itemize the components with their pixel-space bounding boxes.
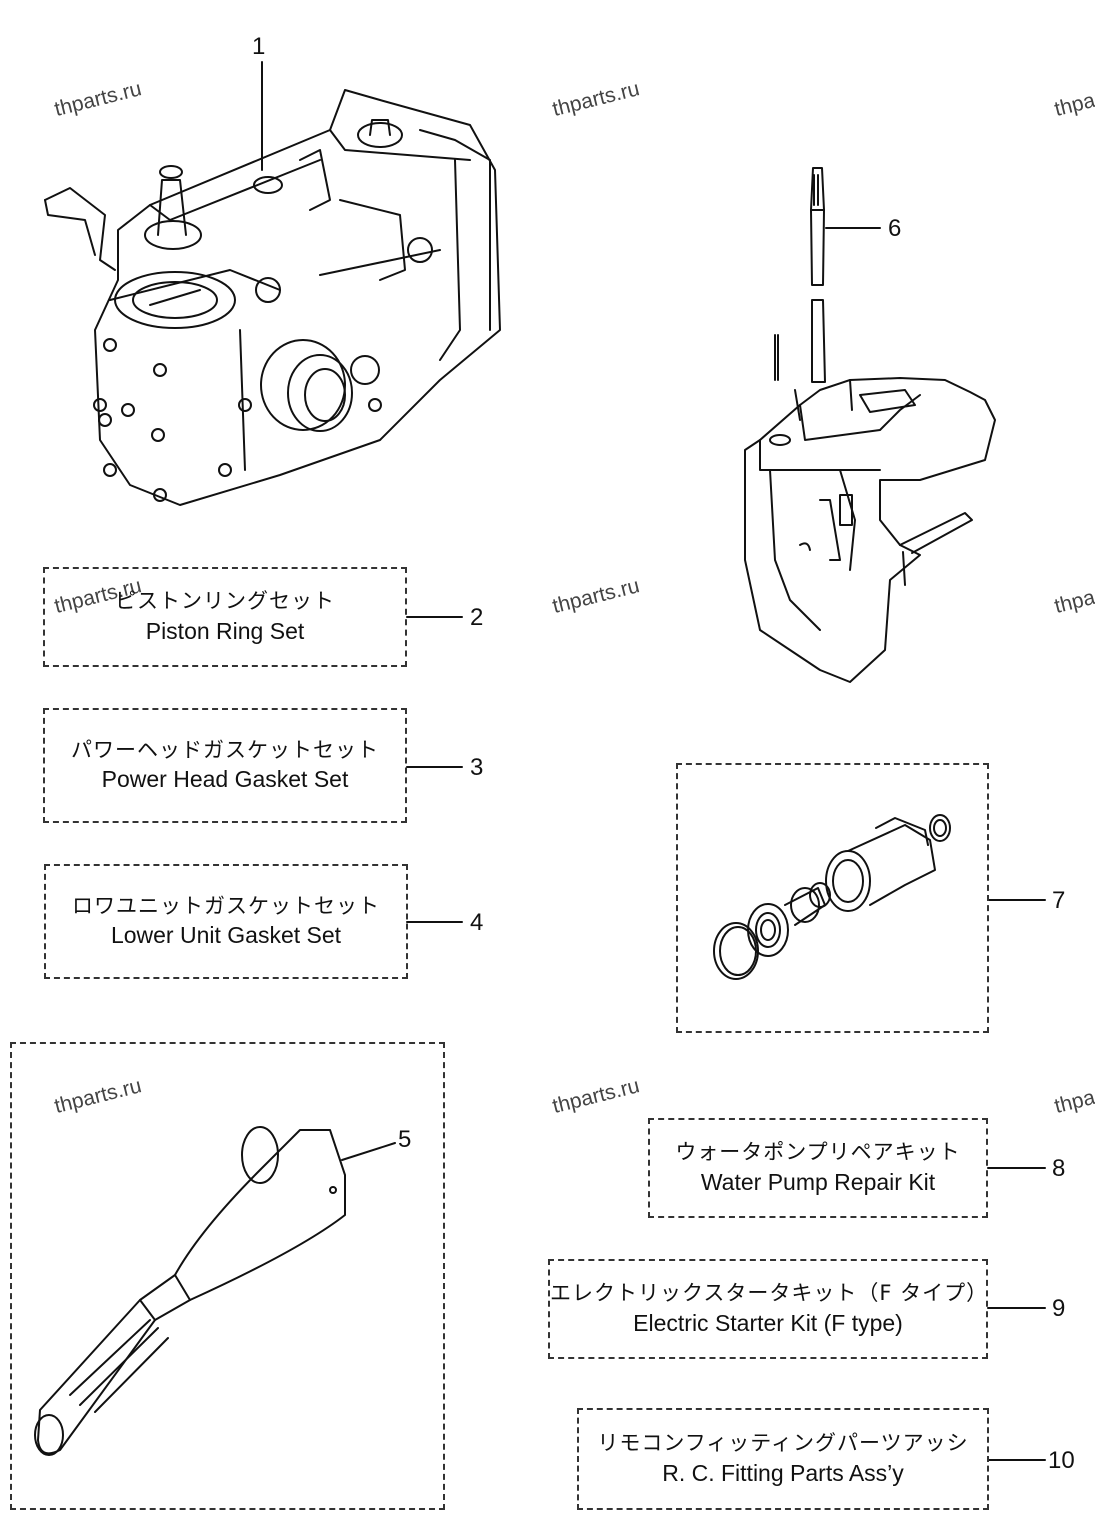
part-8-box: ウォータポンプリペアキット Water Pump Repair Kit [648,1118,988,1218]
part-7-frame [676,763,989,1033]
part-3-name-jp: パワーヘッドガスケットセット [71,737,379,762]
part-4-name-jp: ロワユニットガスケットセット [72,893,380,918]
part-8-name-jp: ウォータポンプリペアキット [675,1140,961,1165]
callout-8: 8 [1052,1155,1066,1182]
part-2-name-en: Piston Ring Set [145,617,305,644]
callout-6: 6 [888,215,902,242]
part-4-box: ロワユニットガスケットセット Lower Unit Gasket Set [44,864,408,979]
engine-block-illustration [44,89,501,506]
part-3-name-en: Power Head Gasket Set [101,766,349,793]
callout-5: 5 [398,1126,412,1153]
part-10-box: リモコンフィッティングパーツアッシ R. C. Fitting Parts As… [577,1408,989,1510]
part-4-name-en: Lower Unit Gasket Set [110,922,342,949]
callout-1: 1 [252,33,266,60]
part-2-box: ピストンリングセット Piston Ring Set [43,567,407,667]
callout-9: 9 [1052,1295,1066,1322]
callout-2: 2 [470,604,484,631]
part-9-name-en: Electric Starter Kit (F type) [633,1309,903,1336]
part-9-box: エレクトリックスタータキット（F タイプ） Electric Starter K… [548,1259,988,1359]
callout-7: 7 [1052,887,1066,914]
part-8-name-en: Water Pump Repair Kit [700,1168,936,1195]
part-9-name-jp: エレクトリックスタータキット（F タイプ） [550,1281,989,1306]
callout-10: 10 [1048,1447,1075,1474]
part-10-name-jp: リモコンフィッティングパーツアッシ [597,1431,969,1456]
lower-unit-illustration [744,334,996,683]
drive-shaft-illustration [810,167,826,383]
water-pump-parts-illustration [713,814,951,980]
part-2-name-jp: ピストンリングセット [115,589,335,614]
part-3-box: パワーヘッドガスケットセット Power Head Gasket Set [43,708,407,823]
callout-3: 3 [470,754,484,781]
callout-4: 4 [470,909,484,936]
tiller-handle-illustration [34,1126,346,1456]
part-10-name-en: R. C. Fitting Parts Ass’y [662,1459,904,1486]
part-5-frame [10,1042,445,1510]
